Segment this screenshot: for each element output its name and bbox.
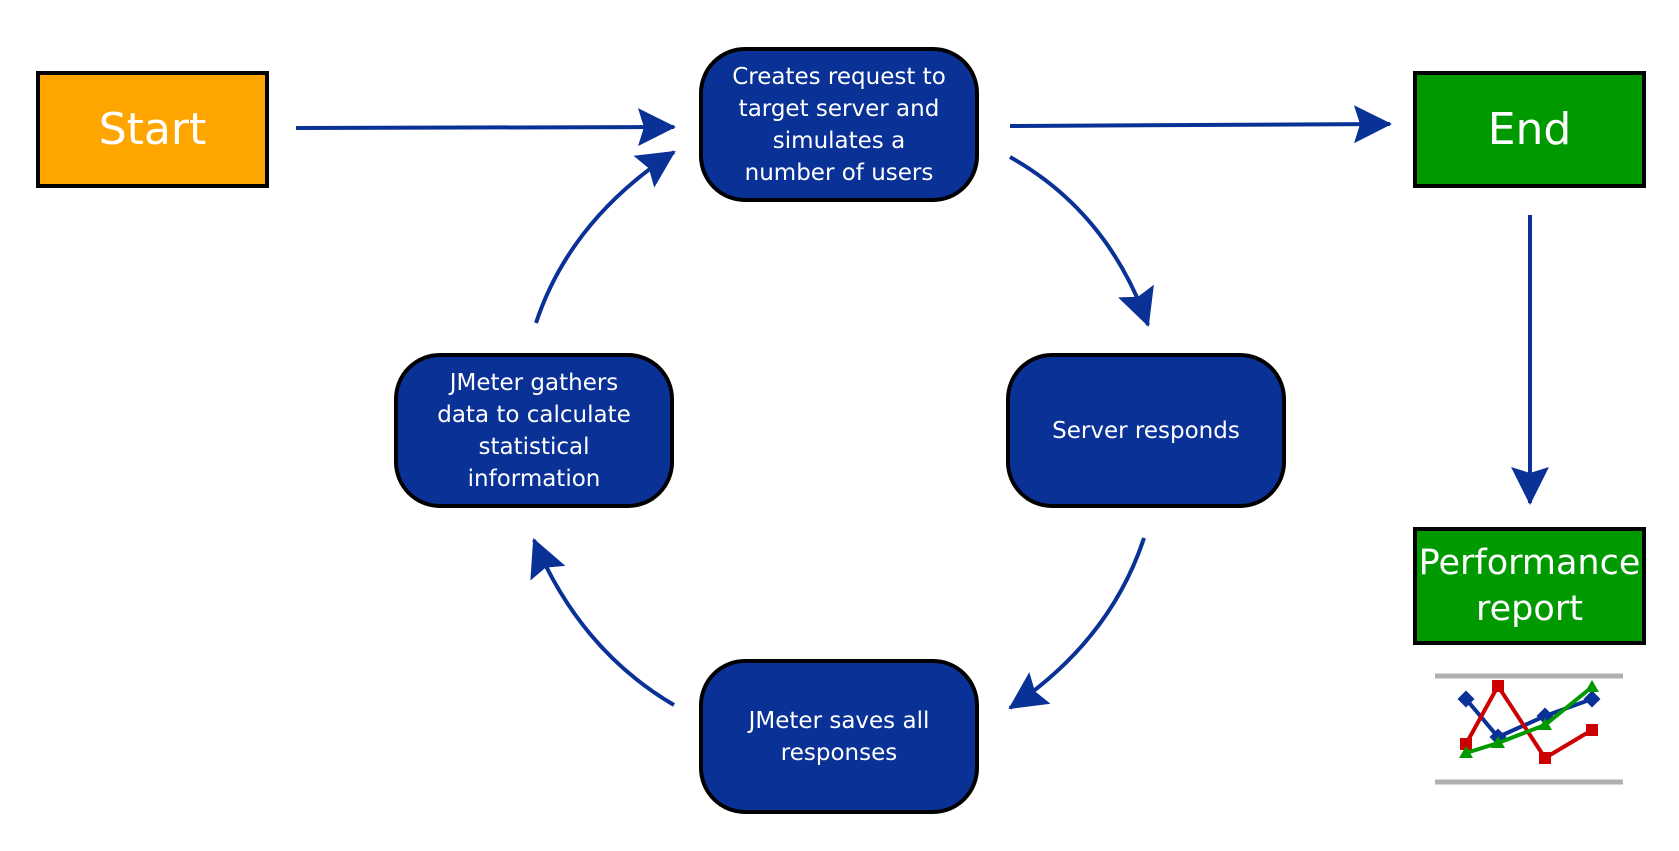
arrow-save-to-gather xyxy=(530,538,676,707)
chart-series-green xyxy=(1465,685,1594,755)
chart-point-green xyxy=(1459,746,1473,758)
step-create-request-label: Creates request to target server and sim… xyxy=(732,63,946,186)
chart-point-red xyxy=(1586,724,1598,736)
step-save-responses-label: JMeter saves all responses xyxy=(748,707,930,766)
arrow-respond-to-save xyxy=(1008,537,1146,710)
step-save-responses: JMeter saves all responses xyxy=(699,659,979,814)
chart-point-blue xyxy=(1457,690,1475,708)
arrow-gather-to-request xyxy=(534,150,676,324)
chart-point-red xyxy=(1492,680,1504,692)
chart-point-red xyxy=(1460,738,1472,750)
chart-point-red xyxy=(1539,752,1551,764)
arrow-request-to-end xyxy=(1009,105,1392,144)
step-gather-data-label: JMeter gathers data to calculate statist… xyxy=(437,369,631,492)
performance-report-label: Performance report xyxy=(1418,543,1641,629)
performance-report-node: Performance report xyxy=(1413,527,1646,645)
arrow-request-to-respond xyxy=(1009,155,1154,327)
chart-point-green xyxy=(1491,736,1505,748)
line-chart-icon xyxy=(1435,673,1623,785)
end-node: End xyxy=(1413,71,1646,188)
step-server-responds-label: Server responds xyxy=(1052,417,1240,444)
step-server-responds: Server responds xyxy=(1006,353,1286,508)
chart-series-red xyxy=(1464,682,1594,761)
step-gather-data: JMeter gathers data to calculate statist… xyxy=(394,353,674,508)
step-create-request: Creates request to target server and sim… xyxy=(699,47,979,202)
chart-point-green xyxy=(1585,680,1599,692)
start-node: Start xyxy=(36,71,269,188)
arrow-start-to-request xyxy=(295,108,676,147)
chart-point-green xyxy=(1538,718,1552,730)
start-label: Start xyxy=(98,103,207,155)
end-label: End xyxy=(1487,103,1572,155)
chart-point-blue xyxy=(1583,690,1601,708)
